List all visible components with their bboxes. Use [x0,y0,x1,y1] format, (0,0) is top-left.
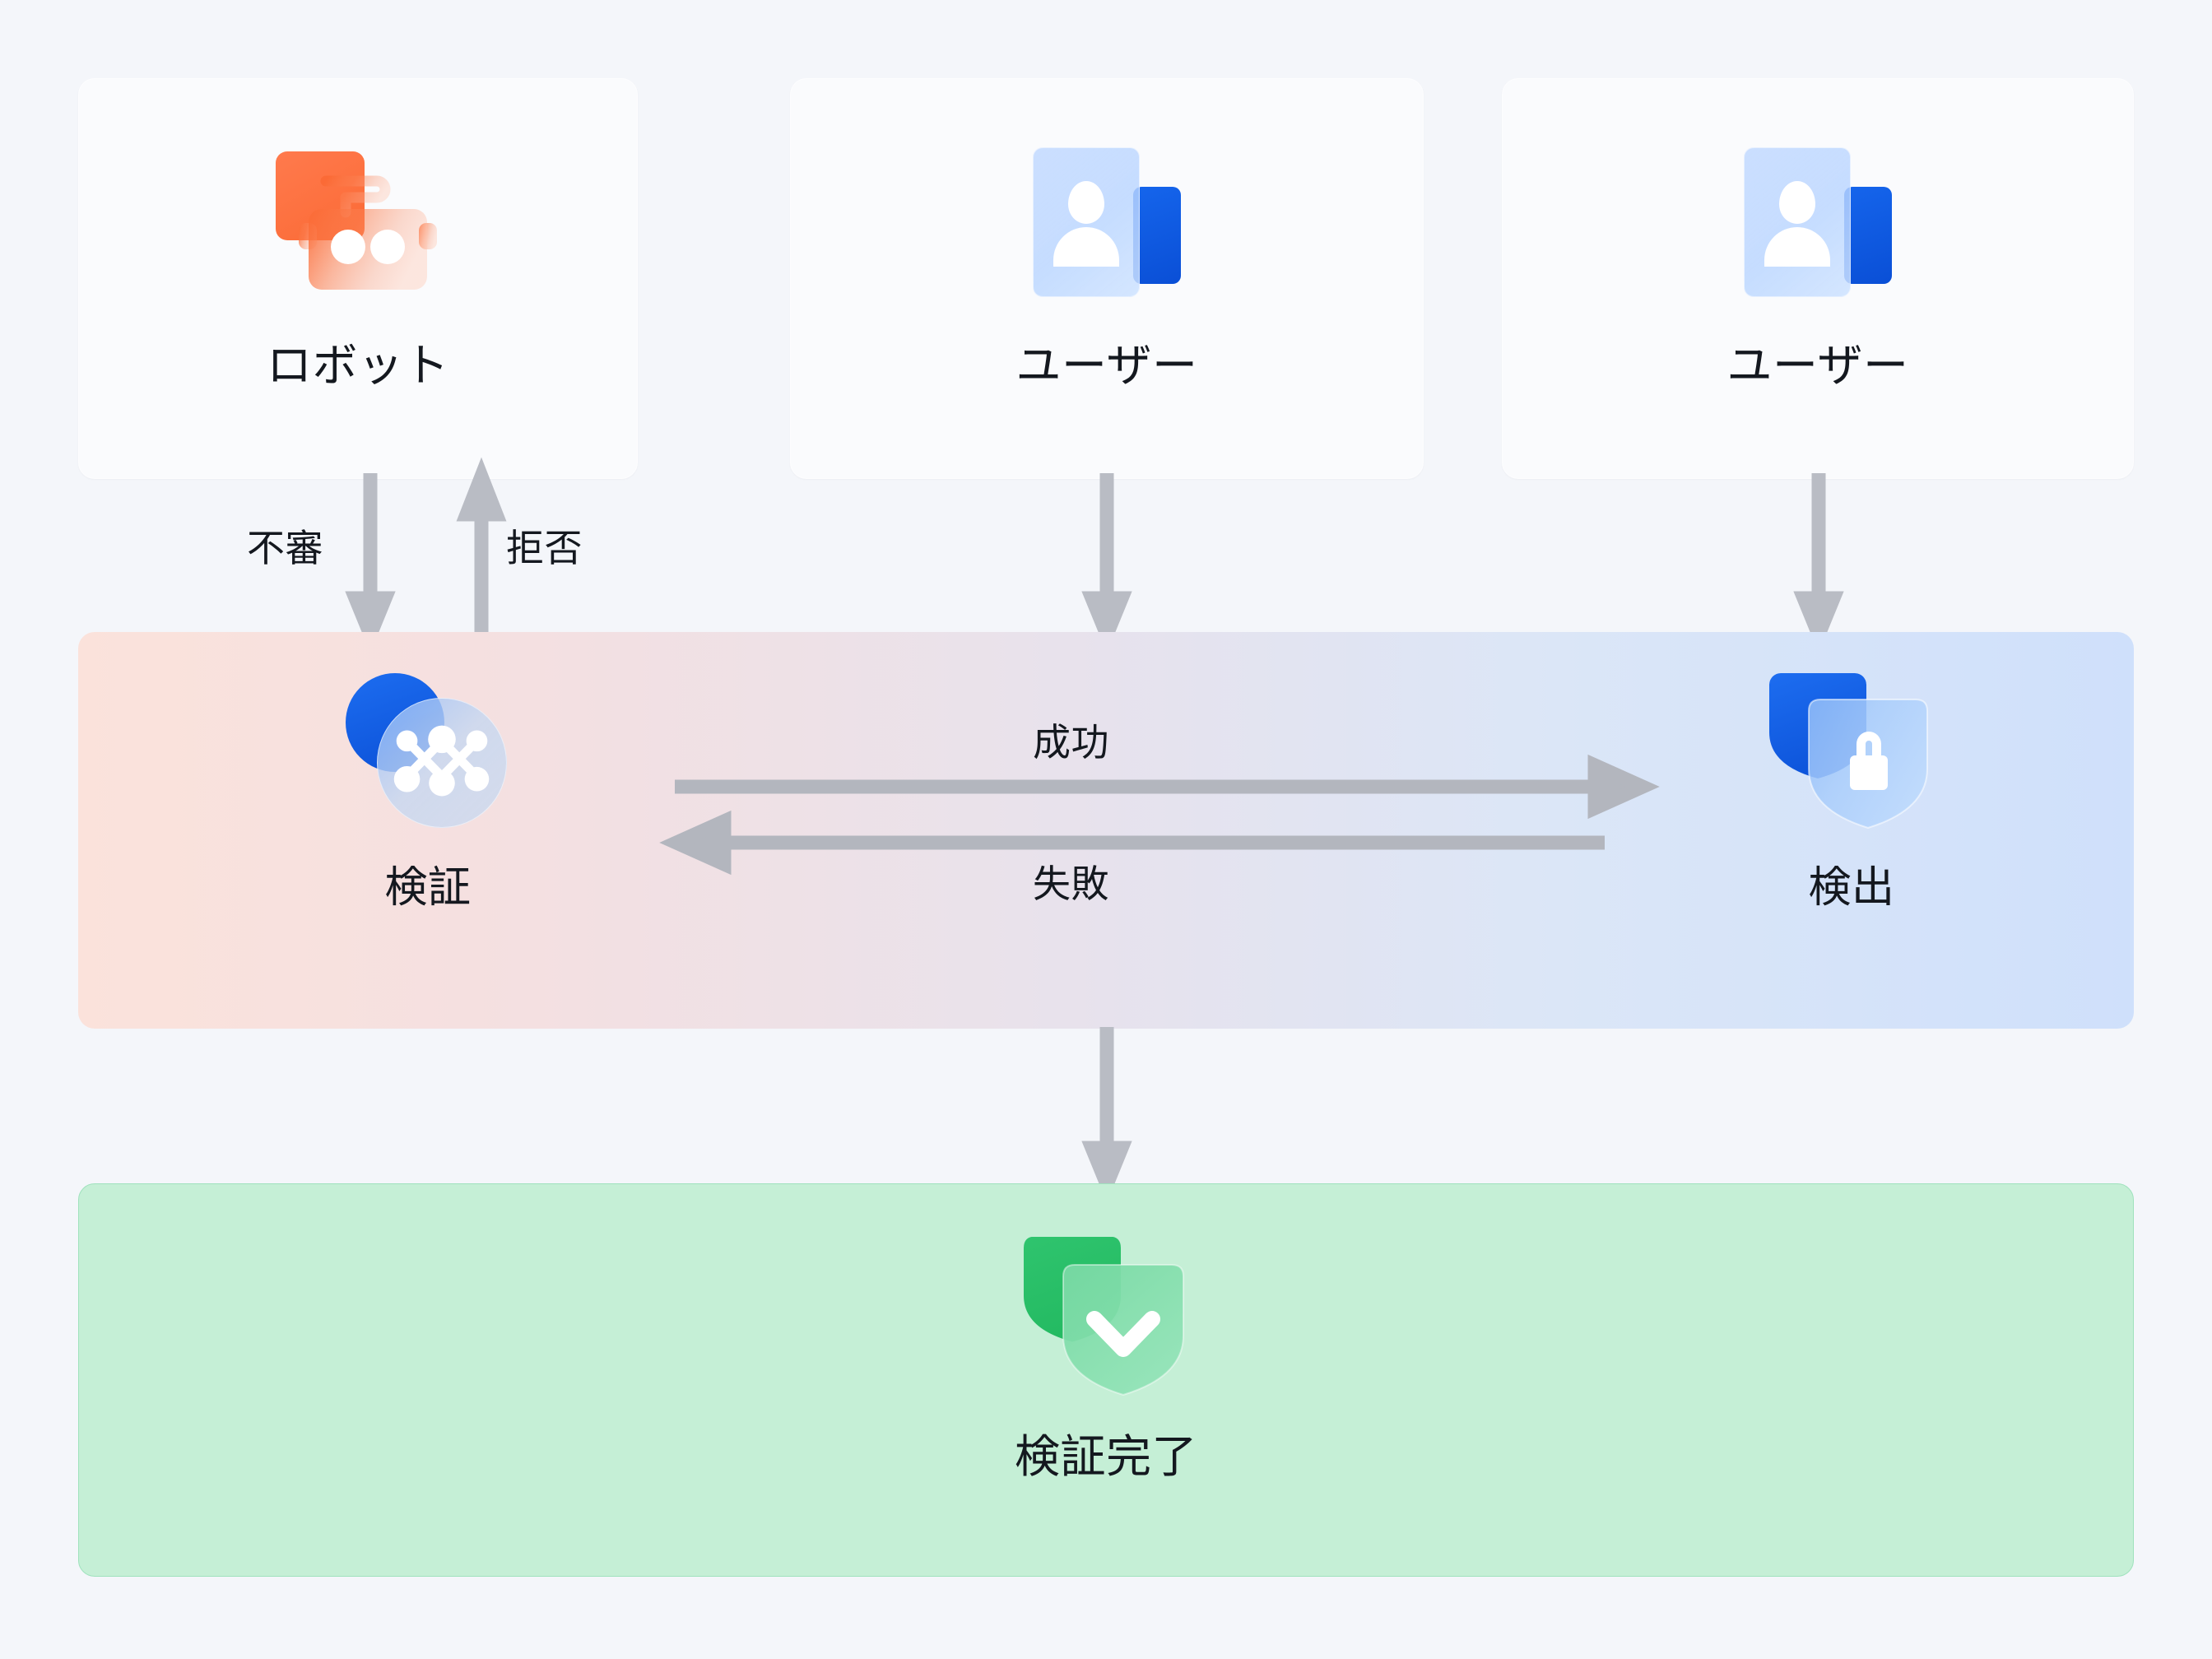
robot-icon [276,145,440,301]
arrow-label-success: 成功 [1033,721,1109,764]
arrow-label-reject: 拒否 [506,527,583,569]
arrow-user-2-down [1793,473,1844,653]
user-icon-backplate [1133,186,1181,284]
card-user-1[interactable]: ユーザー [790,78,1424,479]
user-icon-head [1068,180,1104,224]
card-robot-label: ロボット [266,340,449,391]
band-node-detect-label: 検出 [1808,864,1895,912]
band-node-verify[interactable]: 検証 [309,673,547,914]
user-card-icon [1744,145,1892,301]
card-user-1-label: ユーザー [1015,340,1198,391]
network-nodes-icon [346,673,510,830]
user-icon-body [1764,226,1830,267]
verification-band: 検証 [78,632,2134,1029]
robot-icon-head [299,175,437,290]
arrow-label-failure: 失敗 [1033,862,1109,905]
band-node-verify-label: 検証 [384,864,472,912]
arrow-success-right [675,754,1660,820]
arrow-robot-down [345,473,396,653]
network-icon-graph [393,725,490,797]
shield-check-icon [1024,1238,1188,1396]
user-icon-avatar-card [1744,146,1851,297]
user-icon-backplate [1844,186,1892,284]
user-card-icon [1033,145,1181,301]
shield-lock-front [1808,699,1928,830]
network-icon-disc [377,698,507,828]
band-node-detect[interactable]: 検出 [1732,673,1971,914]
shield-lock-icon [1769,673,1934,830]
arrow-band-down [1081,1027,1132,1203]
arrow-failure-left [659,810,1605,876]
card-robot[interactable]: ロボット [78,78,638,479]
user-icon-head [1779,180,1815,224]
shield-check-front [1062,1263,1184,1396]
arrow-robot-up [456,457,507,638]
user-icon-body [1053,226,1119,267]
arrow-user-1-down [1081,473,1132,653]
result-panel[interactable]: 検証完了 [78,1183,2134,1577]
arrow-label-suspicious: 不審 [247,527,323,569]
user-icon-avatar-card [1033,146,1140,297]
card-user-2[interactable]: ユーザー [1502,78,2134,479]
card-user-2-label: ユーザー [1726,340,1909,391]
result-panel-label: 検証完了 [1014,1431,1197,1482]
